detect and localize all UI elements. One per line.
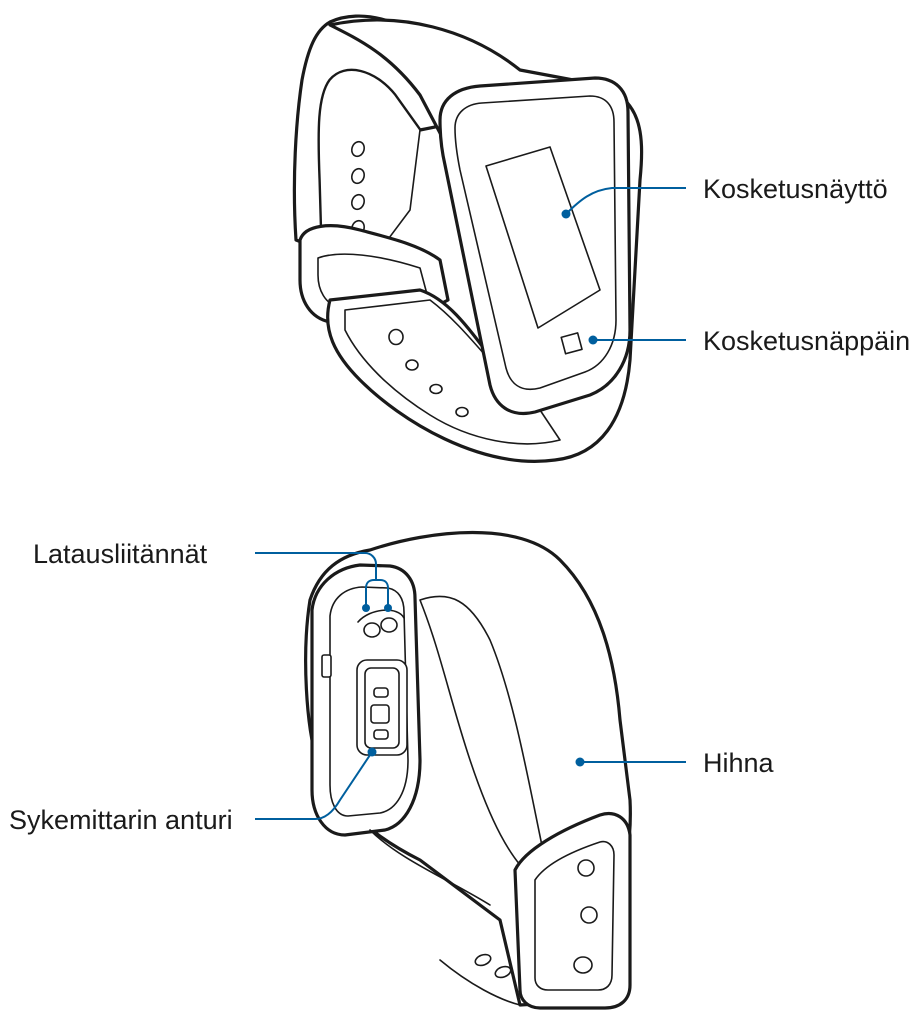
band-back-view <box>306 533 631 1009</box>
sensor-window-1 <box>374 688 388 697</box>
touch-key-button <box>561 333 582 354</box>
back-side-nub <box>322 655 331 677</box>
heart-rate-sensor-label: Sykemittarin anturi <box>9 804 233 836</box>
touchscreen-dot <box>562 210 571 219</box>
charging-contacts-dot-2 <box>384 604 392 612</box>
strap-dot <box>576 758 585 767</box>
strap-label: Hihna <box>703 747 774 779</box>
sensor-window-3 <box>374 730 388 739</box>
charging-contacts-label: Latausliitännät <box>33 538 207 570</box>
heart-rate-dot <box>368 748 377 757</box>
touch-key-label: Kosketusnäppäin <box>703 325 910 357</box>
band-front-view <box>294 16 641 461</box>
charging-contacts-dot-1 <box>362 604 370 612</box>
touch-key-dot <box>589 336 598 345</box>
sensor-window-2 <box>371 705 389 723</box>
touchscreen-label: Kosketusnäyttö <box>703 173 888 205</box>
back-lower-strap-holes <box>474 953 512 980</box>
